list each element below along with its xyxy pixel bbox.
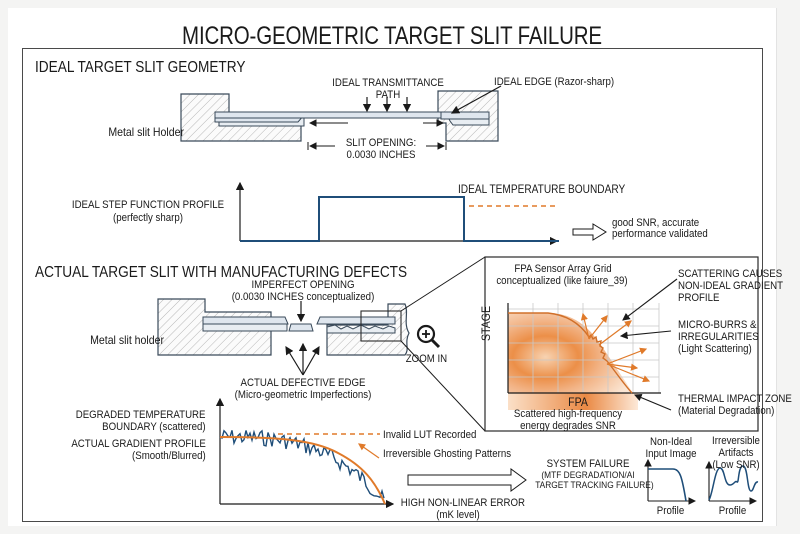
ideal-boundary-label: IDEAL TEMPERATURE BOUNDARY: [458, 184, 626, 196]
fpa-grid: [508, 303, 660, 393]
mini-input-title-1: Non-Ideal: [650, 436, 692, 448]
heat-region: [508, 313, 633, 393]
diagram-title: MICRO-GEOMETRIC TARGET SLIT FAILURE: [182, 22, 602, 50]
mini-artifact-xlabel: Profile: [718, 505, 747, 517]
mini-artifact-title-2: Artifacts: [718, 447, 754, 459]
diagram-sheet: MICRO-GEOMETRIC TARGET SLIT FAILURE IDEA…: [8, 8, 792, 526]
ideal-slit-drawing: [180, 85, 607, 246]
defective-edge-label-1: ACTUAL DEFECTIVE EDGE: [240, 377, 366, 389]
invalid-lut-label: Invalid LUT Recorded: [383, 429, 477, 441]
stage-axis-label: STAGE: [479, 305, 493, 341]
mini-input-title-2: Input Image: [645, 448, 697, 460]
scatter-rays: [580, 312, 651, 383]
ideal-edge-label: IDEAL EDGE (Razor-sharp): [494, 76, 615, 88]
burrs-label-3: (Light Scattering): [678, 343, 752, 355]
mini-artifact-profile: [708, 465, 759, 501]
zoom-in-label: ZOOM IN: [405, 353, 448, 365]
actual-slit-drawing: [157, 256, 759, 509]
zoom-window: [360, 310, 402, 342]
ideal-holder-label: Metal slit Holder: [108, 125, 184, 139]
scatter-profile-curve: [508, 312, 633, 394]
imperfect-opening-block: [288, 323, 314, 332]
burrs-label-2: IRREGULARITIES: [678, 331, 759, 343]
slit-opening-label-1: SLIT OPENING:: [345, 137, 417, 149]
top-plate: [214, 111, 442, 119]
scattering-label-2: NON-IDEAL GRADIENT: [678, 280, 784, 292]
burrs-label-1: MICRO-BURRS &: [678, 319, 757, 331]
system-failure-label-3: TARGET TRACKING FAILURE): [535, 480, 654, 491]
transmittance-label-1: IDEAL TRANSMITTANCE: [332, 77, 444, 89]
gradient-profile-label-1: ACTUAL GRADIENT PROFILE: [71, 438, 206, 450]
fpa-grid-title-2: conceptualized (like faiure_39): [496, 275, 628, 287]
fpa-axis-label: FPA: [568, 395, 588, 409]
imperfect-opening-label-1: IMPERFECT OPENING: [251, 279, 355, 291]
step-profile-label-2: (perfectly sharp): [113, 212, 183, 224]
degraded-boundary-label-1: DEGRADED TEMPERATURE: [76, 409, 206, 421]
slit-opening-label-2: 0.0030 INCHES: [346, 149, 416, 161]
system-failure-label-1: SYSTEM FAILURE: [546, 458, 630, 470]
scatter-caption-2: energy degrades SNR: [520, 420, 616, 432]
thermal-label-2: (Material Degradation): [678, 405, 775, 417]
imperfect-opening-label-2: (0.0030 INCHES conceptualized): [231, 291, 375, 303]
result-label-2: performance validated: [612, 228, 708, 240]
nonlinear-error-label-1: HIGH NON-LINEAR ERROR: [400, 497, 526, 509]
mini-input-xlabel: Profile: [656, 505, 685, 517]
failure-arrow: [407, 468, 527, 492]
transmittance-label-2: PATH: [375, 89, 401, 101]
scatter-caption-1: Scattered high-frequency: [513, 408, 623, 420]
ideal-geometry-panel: IDEAL TARGET SLIT GEOMETRY: [22, 48, 763, 255]
actual-holder-label: Metal slit holder: [90, 333, 164, 347]
left-plate-lower: [218, 113, 305, 127]
degraded-boundary-label-2: BOUNDARY (scattered): [102, 421, 206, 433]
fpa-grid-title-1: FPA Sensor Array Grid: [514, 263, 612, 275]
thermal-label-1: THERMAL IMPACT ZONE: [678, 393, 792, 405]
scattering-label-1: SCATTERING CAUSES: [678, 268, 783, 280]
actual-defects-panel: ACTUAL TARGET SLIT WITH MANUFACTURING DE…: [22, 253, 792, 522]
step-profile-label-1: IDEAL STEP FUNCTION PROFILE: [71, 199, 225, 211]
mini-artifact-title-1: Irreversible: [712, 435, 760, 447]
mini-artifact-title-3: (Low SNR): [712, 459, 760, 471]
zoom-in-icon: [416, 324, 441, 349]
system-failure-label-2: (MTF DEGRADATION/AI: [541, 470, 635, 481]
nonlinear-error-label-2: (mK level): [436, 509, 480, 521]
ideal-panel-heading: IDEAL TARGET SLIT GEOMETRY: [35, 59, 246, 76]
smooth-gradient-curve: [219, 436, 386, 505]
scattering-label-3: PROFILE: [678, 292, 720, 304]
result-label-1: good SNR, accurate: [612, 217, 700, 229]
ghosting-label: Irreversible Ghosting Patterns: [383, 448, 512, 460]
mini-input-profile: [648, 468, 687, 502]
step-function-line: [240, 196, 559, 242]
hollow-arrow: [572, 223, 607, 241]
defective-edge-label-2: (Micro-geometric Imperfections): [234, 389, 372, 401]
gradient-profile-label-2: (Smooth/Blurred): [132, 450, 206, 462]
noisy-gradient-line: [219, 429, 385, 499]
thermal-bar: [508, 393, 638, 410]
actual-panel-heading: ACTUAL TARGET SLIT WITH MANUFACTURING DE…: [35, 264, 408, 281]
